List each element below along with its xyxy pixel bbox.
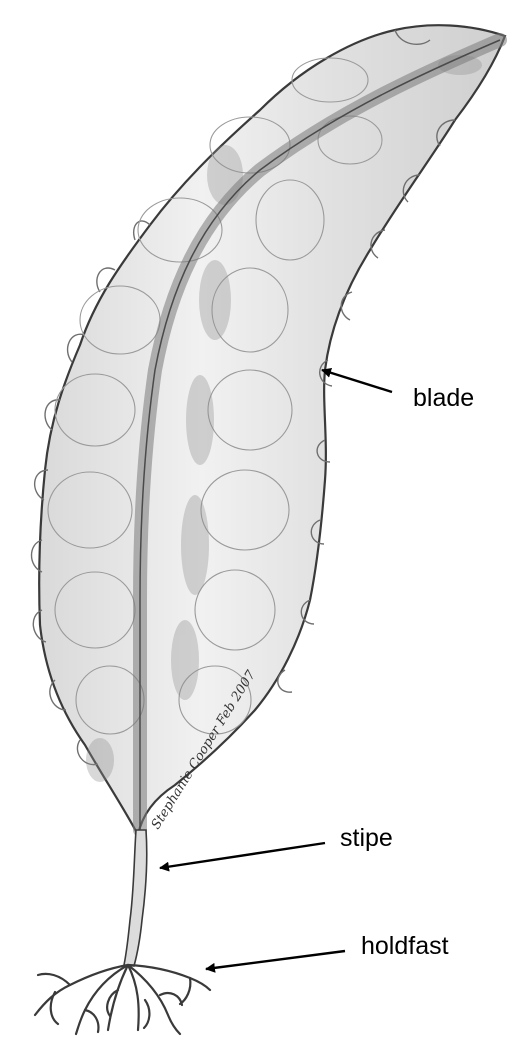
- blade-arrow: [322, 370, 392, 392]
- stipe-arrow: [160, 843, 325, 868]
- holdfast-arrow: [206, 951, 345, 969]
- kelp-stipe: [124, 830, 147, 966]
- kelp-holdfast: [35, 965, 210, 1034]
- stipe-stem: [124, 830, 147, 966]
- blade-outline: [39, 25, 505, 835]
- holdfast-label: holdfast: [361, 934, 449, 959]
- stipe-label: stipe: [340, 826, 393, 851]
- blade-label: blade: [413, 386, 474, 411]
- kelp-blade: [32, 25, 506, 835]
